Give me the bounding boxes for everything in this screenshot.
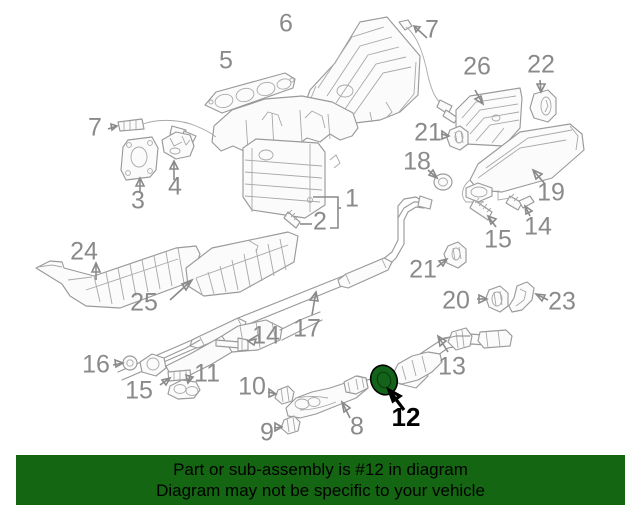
callout-label-4: 4 (168, 173, 182, 201)
callout-label-17: 17 (293, 315, 321, 343)
callout-label-20: 20 (442, 287, 470, 315)
banner-line-part-number: Part or sub-assembly is #12 in diagram (173, 460, 468, 479)
callout-label-9: 9 (260, 419, 274, 447)
callout-label-2: 2 (313, 208, 327, 236)
callout-label-22: 22 (527, 51, 555, 79)
part-3-sensor-bracket (120, 136, 159, 193)
callout-label-16: 16 (82, 351, 110, 379)
part-10-fastener (267, 385, 295, 405)
part-2-stud-bolt (283, 209, 312, 229)
part-1-exhaust-manifold-assembly (211, 95, 359, 219)
part-5-manifold-gasket (204, 72, 296, 114)
callout-label-23: 23 (548, 288, 576, 316)
callout-label-14-right: 14 (524, 213, 552, 241)
callout-label-7-left: 7 (88, 114, 102, 142)
part-25-heat-shield-center (169, 231, 299, 301)
callout-labels: 1 2 3 4 5 6 7 7 8 9 10 11 12 13 14 14 15… (70, 10, 576, 447)
exhaust-system-illustration: 1 2 3 4 5 6 7 7 8 9 10 11 12 13 14 14 15… (35, 10, 585, 447)
callout-label-19: 19 (537, 179, 565, 207)
rear-pipe-stub (391, 351, 443, 385)
callout-label-7-upper: 7 (425, 16, 439, 44)
part-15-spring-right (469, 197, 498, 228)
callout-label-21-upper: 21 (414, 119, 442, 147)
part-12-highlighted-gasket (369, 364, 406, 411)
part-7-oxygen-sensor-upper (398, 19, 459, 124)
callout-label-1: 1 (345, 185, 359, 213)
banner-line-disclaimer: Diagram may not be specific to your vehi… (156, 481, 485, 500)
callout-label-6: 6 (279, 10, 293, 38)
part-21-hanger-lower (436, 241, 467, 269)
callout-label-25: 25 (130, 289, 158, 317)
callout-label-18: 18 (403, 148, 431, 176)
info-banner: Part or sub-assembly is #12 in diagram D… (16, 455, 625, 505)
part-21-hanger-upper (440, 125, 469, 151)
part-14-bolt-left (215, 334, 259, 352)
callout-label-8: 8 (350, 413, 364, 441)
callout-label-24: 24 (70, 238, 98, 266)
callout-label-3: 3 (131, 187, 145, 215)
diagram-canvas: 1 2 3 4 5 6 7 7 8 9 10 11 12 13 14 14 15… (35, 9, 585, 447)
part-22-insulator-ring (529, 79, 557, 123)
callout-label-12: 12 (392, 402, 421, 432)
part-7-oxygen-sensor-left (107, 118, 217, 143)
part-18-washer (427, 168, 453, 191)
callout-label-15-right: 15 (484, 226, 512, 254)
part-19-muffler (462, 123, 585, 203)
callout-label-26: 26 (463, 53, 491, 81)
part-11-gasket-seal (167, 373, 201, 400)
callout-label-13: 13 (438, 353, 466, 381)
callout-label-5: 5 (219, 47, 233, 75)
part-6-heat-shield (299, 16, 421, 127)
part-24-heat-shield-front (35, 245, 201, 309)
part-23-hanger-rod (508, 281, 549, 313)
part-16-ring-washer (112, 355, 138, 371)
callout-label-11: 11 (194, 360, 220, 388)
part-4-sensor-clamp (161, 131, 195, 180)
callout-label-21-lower: 21 (409, 256, 437, 284)
part-9-nut (273, 415, 301, 435)
callout-label-10: 10 (238, 373, 266, 401)
callout-bracket-1-2 (313, 196, 341, 229)
callout-label-15-left: 15 (125, 377, 153, 405)
callout-label-14-left: 14 (252, 322, 280, 350)
part-14-bolt-right (505, 193, 535, 217)
part-20-hanger-bracket (477, 285, 509, 313)
